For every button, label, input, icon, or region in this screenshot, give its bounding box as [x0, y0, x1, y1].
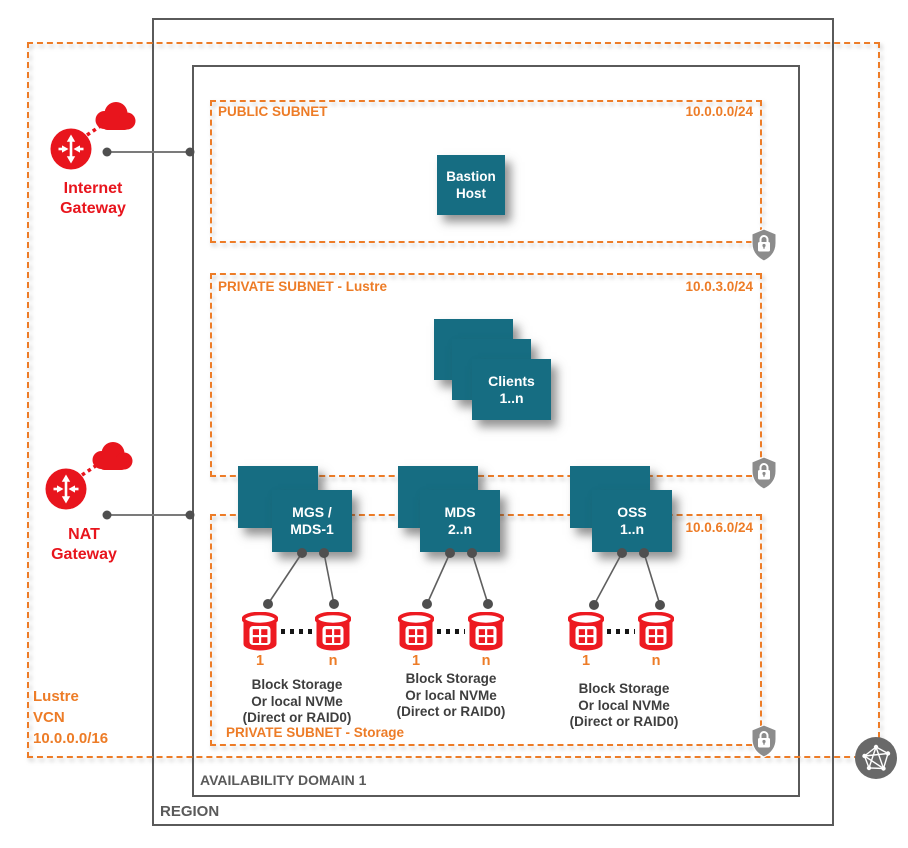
disk-pair-dotted-link — [437, 629, 465, 634]
disk-last-label: n — [328, 653, 338, 669]
storage-caption-line1: Block Storage — [578, 681, 670, 696]
internet-gateway-label: Internet Gateway — [41, 179, 145, 219]
mds-label-line1: MDS — [444, 504, 476, 520]
lustre-subnet-box — [210, 273, 762, 477]
region-label: REGION — [160, 803, 220, 820]
vcn-name-line1: Lustre — [33, 688, 79, 705]
storage-caption-line3: (Direct or RAID0) — [242, 710, 352, 725]
storage-caption: Block Storage Or local NVMe (Direct or R… — [216, 677, 378, 727]
internet-gateway-icon — [50, 128, 92, 170]
mgs-node: MGS / MDS-1 — [272, 490, 352, 552]
vcn-name-line2: VCN — [33, 709, 65, 726]
nat-gateway-label: NAT Gateway — [32, 525, 136, 565]
network-mesh-icon — [855, 737, 897, 779]
storage-subnet-cidr: 10.0.6.0/24 — [685, 520, 753, 535]
disk-pair-dotted-link — [607, 629, 635, 634]
oss-label-line2: 1..n — [619, 521, 645, 537]
availability-domain-box — [192, 65, 800, 797]
clients-node: Clients 1..n — [472, 359, 551, 420]
disk-first-label: 1 — [255, 653, 265, 669]
security-shield-lock-icon — [751, 724, 777, 758]
cloud-icon — [92, 442, 133, 470]
oss-label-line1: OSS — [617, 504, 647, 520]
disk-last-label: n — [481, 653, 491, 669]
block-storage-icon — [468, 612, 504, 651]
public-subnet-box — [210, 100, 762, 243]
clients-label-line1: Clients — [488, 372, 535, 389]
region-box — [152, 18, 834, 826]
availability-domain-label: AVAILABILITY DOMAIN 1 — [200, 772, 367, 788]
block-storage-icon — [242, 612, 278, 651]
security-shield-lock-icon — [751, 228, 777, 262]
disk-pair-dotted-link — [281, 629, 312, 634]
bastion-label-line2: Host — [456, 186, 486, 201]
public-subnet-name: PUBLIC SUBNET — [218, 104, 328, 119]
internet-gateway-label-line2: Gateway — [60, 200, 126, 217]
vcn-box — [27, 42, 880, 758]
nat-gateway-label-line2: Gateway — [51, 546, 117, 563]
mgs-label-line2: MDS-1 — [290, 521, 334, 537]
security-shield-lock-icon — [751, 456, 777, 490]
mgs-label-line1: MGS / — [292, 504, 332, 520]
block-storage-icon — [315, 612, 351, 651]
oss-node: OSS 1..n — [592, 490, 672, 552]
storage-caption-line2: Or local NVMe — [251, 693, 343, 709]
block-storage-icon — [638, 612, 674, 651]
public-subnet-cidr: 10.0.0.0/24 — [685, 104, 753, 119]
mds-node: MDS 2..n — [420, 490, 500, 552]
nat-gateway-icon — [45, 468, 87, 510]
block-storage-icon — [398, 612, 434, 651]
nat-gateway-label-line1: NAT — [68, 526, 100, 543]
internet-gateway-label-line1: Internet — [63, 180, 123, 197]
disk-first-label: 1 — [581, 653, 591, 669]
lustre-subnet-name: PRIVATE SUBNET - Lustre — [218, 279, 388, 294]
storage-caption: Block Storage Or local NVMe (Direct or R… — [543, 681, 705, 731]
mds-label-line2: 2..n — [447, 521, 473, 537]
block-storage-icon — [568, 612, 604, 651]
storage-caption-line2: Or local NVMe — [578, 697, 670, 713]
storage-caption-line3: (Direct or RAID0) — [396, 704, 506, 719]
cloud-icon — [95, 102, 136, 130]
clients-label-line2: 1..n — [499, 389, 524, 406]
vcn-label: Lustre VCN 10.0.0.0/16 — [33, 686, 108, 749]
storage-caption-line2: Or local NVMe — [405, 687, 497, 703]
storage-caption-line1: Block Storage — [251, 677, 343, 692]
storage-caption-line1: Block Storage — [405, 671, 497, 686]
vcn-cidr: 10.0.0.0/16 — [33, 730, 109, 747]
storage-caption: Block Storage Or local NVMe (Direct or R… — [370, 671, 532, 721]
storage-caption-line3: (Direct or RAID0) — [569, 714, 679, 729]
storage-subnet-name: PRIVATE SUBNET - Storage — [226, 725, 405, 740]
bastion-label-line1: Bastion — [446, 169, 496, 184]
lustre-subnet-cidr: 10.0.3.0/24 — [685, 279, 753, 294]
disk-first-label: 1 — [411, 653, 421, 669]
disk-last-label: n — [651, 653, 661, 669]
bastion-host-node: Bastion Host — [437, 155, 505, 215]
